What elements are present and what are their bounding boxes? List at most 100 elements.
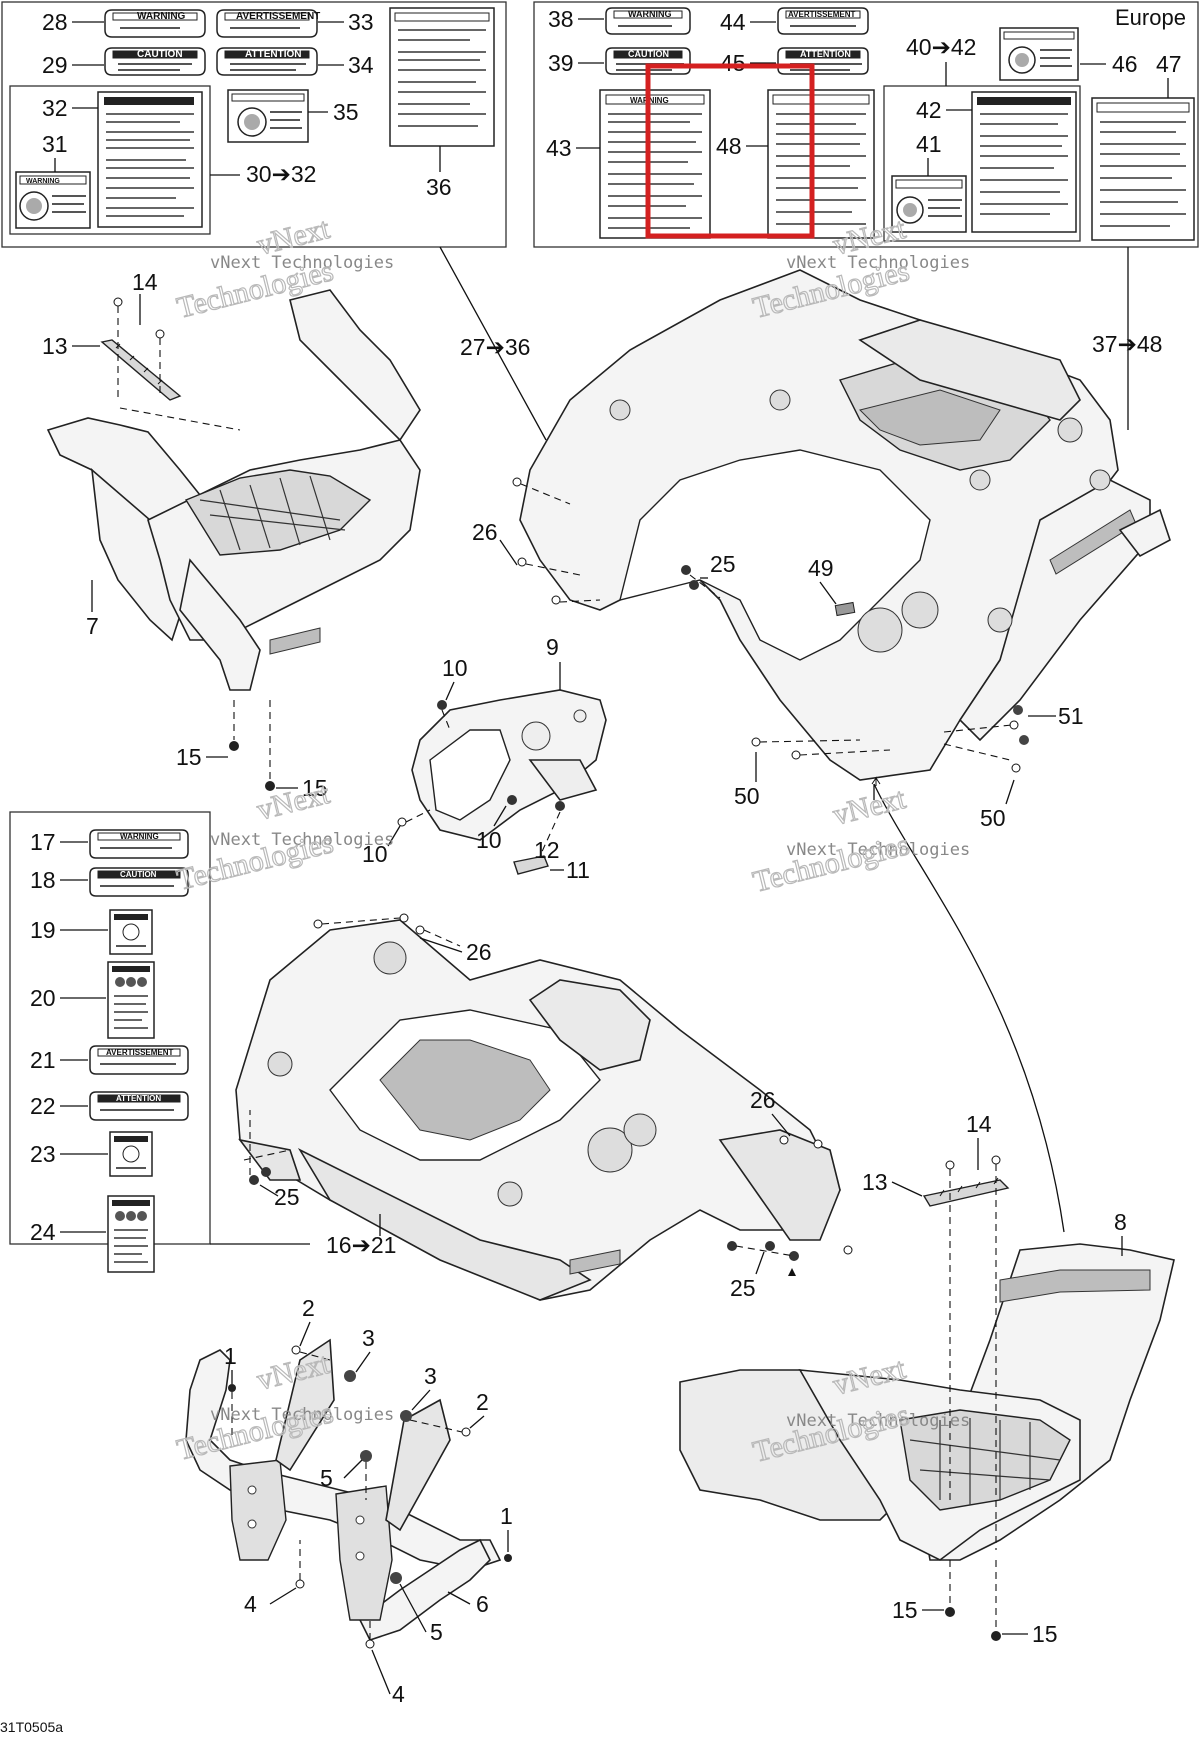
- callout-1-right: 1: [500, 1503, 513, 1529]
- decal-46-pictogram[interactable]: [999, 27, 1079, 81]
- decal-title-warning: WARNING: [137, 11, 186, 22]
- callout-3-top: 3: [362, 1325, 375, 1351]
- callout-19: 19: [30, 917, 56, 943]
- decal-title-caution: CAUTION: [137, 49, 183, 60]
- callout-29: 29: [42, 52, 68, 78]
- decal-title-avertissement-21: AVERTISSEMENT: [106, 1048, 174, 1057]
- callout-25-front-left: 25: [274, 1184, 300, 1210]
- decal-19-pictogram[interactable]: [109, 909, 153, 955]
- decal-title-warning-17: WARNING: [120, 832, 159, 841]
- callout-36: 36: [426, 174, 452, 200]
- decal-43-warning[interactable]: WARNING: [599, 89, 711, 239]
- callout-50-left: 50: [734, 783, 760, 809]
- callout-26-front-right: 26: [750, 1087, 776, 1113]
- callout-5-top: 5: [320, 1465, 333, 1491]
- callout-15-left-b: 15: [302, 775, 328, 801]
- region-label: Europe: [1115, 5, 1186, 30]
- callout-48: 48: [716, 133, 742, 159]
- callout-10-left: 10: [362, 841, 388, 867]
- decal-41-warning[interactable]: [891, 175, 967, 233]
- decal-34-attention[interactable]: ATTENTION: [216, 47, 318, 76]
- callout-10-mid: 10: [476, 827, 502, 853]
- front-fender-assembly[interactable]: [235, 913, 853, 1301]
- decal-32-label[interactable]: [97, 91, 203, 228]
- decal-38-warning[interactable]: WARNING: [605, 7, 691, 35]
- callout-1-left: 1: [224, 1343, 237, 1369]
- callout-45: 45: [720, 50, 746, 76]
- bracket-assembly[interactable]: [397, 689, 607, 875]
- leader-27-36: [439, 246, 547, 441]
- callout-6: 6: [476, 1591, 489, 1617]
- callout-20: 20: [30, 985, 56, 1011]
- decal-28-warning[interactable]: WARNING: [104, 9, 206, 38]
- decal-21-avertissement[interactable]: AVERTISSEMENT: [89, 1045, 189, 1075]
- callout-17: 17: [30, 829, 56, 855]
- callout-35: 35: [333, 99, 359, 125]
- decal-35-pictogram[interactable]: [227, 89, 309, 143]
- callout-46: 46: [1112, 51, 1138, 77]
- callout-50-right: 50: [980, 805, 1006, 831]
- callout-24: 24: [30, 1219, 56, 1245]
- callout-13-left: 13: [42, 333, 68, 359]
- callout-2-left: 2: [302, 1295, 315, 1321]
- decal-31-warning[interactable]: WARNING: [15, 171, 91, 229]
- watermark-line3: vNext Technologies: [210, 830, 394, 850]
- callout-14-left: 14: [132, 269, 158, 295]
- callout-43: 43: [546, 135, 572, 161]
- decal-18-caution[interactable]: CAUTION: [89, 867, 189, 897]
- callout-2-right: 2: [476, 1389, 489, 1415]
- callout-8: 8: [1114, 1209, 1127, 1235]
- decal-20-pictogram[interactable]: [107, 961, 155, 1039]
- front-bumper-assembly[interactable]: [185, 1338, 512, 1649]
- callout-15-left-a: 15: [176, 744, 202, 770]
- top-right-decal-panel: Europe WARNING CAUTION AVERTISSEMENT: [533, 1, 1199, 248]
- left-footwell-assembly[interactable]: [46, 289, 421, 791]
- callout-33: 33: [348, 9, 374, 35]
- callout-31: 31: [42, 131, 68, 157]
- watermark-line3: vNext Technologies: [786, 840, 970, 860]
- watermark-mid-right: vNext vNext Technologies Technologies: [749, 781, 970, 899]
- decal-48-avertissement[interactable]: [767, 89, 875, 239]
- callout-16-21: 16➔21: [326, 1232, 396, 1258]
- callout-26-front-top: 26: [466, 939, 492, 965]
- decal-title-avertissement: AVERTISSEMENT: [236, 11, 320, 22]
- decal-36-avertissement[interactable]: [389, 7, 495, 147]
- watermark-line2: Technologies: [750, 828, 913, 899]
- callout-10-top: 10: [442, 655, 468, 681]
- callout-30-32: 30➔32: [246, 161, 316, 187]
- callout-27-36: 27➔36: [460, 334, 530, 360]
- callout-32: 32: [42, 95, 68, 121]
- decal-22-attention[interactable]: ATTENTION: [89, 1091, 189, 1121]
- decal-47-avertissement[interactable]: [1091, 97, 1195, 241]
- decal-39-caution[interactable]: CAUTION: [605, 47, 691, 75]
- callout-14-right: 14: [966, 1111, 992, 1137]
- callout-42: 42: [916, 97, 942, 123]
- callout-37-48: 37➔48: [1092, 331, 1162, 357]
- decal-title-caution-18: CAUTION: [120, 870, 157, 879]
- callout-44: 44: [720, 9, 746, 35]
- decal-title-avertissement-eu: AVERTISSEMENT: [788, 10, 856, 19]
- decal-45-attention[interactable]: ATTENTION: [777, 47, 869, 75]
- decal-title-caution-eu: CAUTION: [628, 49, 669, 59]
- decal-42-label[interactable]: [971, 91, 1077, 233]
- callout-26-top: 26: [472, 519, 498, 545]
- decal-44-avertissement[interactable]: AVERTISSEMENT: [777, 7, 869, 35]
- callout-47: 47: [1156, 51, 1182, 77]
- callout-15-right-a: 15: [892, 1597, 918, 1623]
- decal-24-pictogram[interactable]: [107, 1195, 155, 1273]
- watermark-line3: vNext Technologies: [210, 253, 394, 273]
- callout-40-42: 40➔42: [906, 34, 976, 60]
- callout-28: 28: [42, 9, 68, 35]
- decal-title-warning-small: WARNING: [26, 178, 60, 185]
- callout-39: 39: [548, 50, 574, 76]
- decal-29-caution[interactable]: CAUTION: [104, 47, 206, 76]
- decal-33-avertissement[interactable]: AVERTISSEMENT: [216, 9, 320, 38]
- decal-title-attention-eu: ATTENTION: [800, 49, 851, 59]
- rear-fender-assembly[interactable]: [512, 269, 1171, 786]
- decal-23-pictogram[interactable]: [109, 1131, 153, 1177]
- decal-title-warning-eu: WARNING: [628, 9, 672, 19]
- decal-17-warning[interactable]: WARNING: [89, 829, 189, 859]
- right-footwell-assembly[interactable]: [679, 1155, 1175, 1641]
- callout-11: 11: [566, 857, 590, 883]
- callout-4-bottom: 4: [392, 1681, 405, 1707]
